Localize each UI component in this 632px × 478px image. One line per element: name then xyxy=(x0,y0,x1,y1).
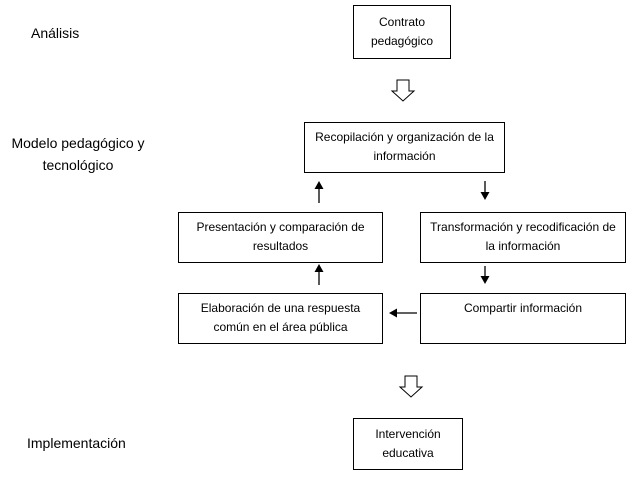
arrow-left-to-common-answer xyxy=(389,308,417,318)
box-transformacion: Transformación y recodificación de la in… xyxy=(420,212,626,263)
stage-label-model-line1: Modelo pedagógico y xyxy=(11,135,145,151)
box-contrato-pedagogico-text: Contrato pedagógico xyxy=(370,15,434,48)
box-intervencion-text: Intervención educativa xyxy=(375,427,441,460)
hollow-down-arrow-bottom xyxy=(398,375,424,398)
stage-label-model: Modelo pedagógico y tecnológico xyxy=(2,132,154,176)
box-transformacion-text: Transformación y recodificación de la in… xyxy=(430,220,616,253)
box-elaboracion: Elaboración de una respuesta común en el… xyxy=(178,293,383,344)
stage-label-analysis: Análisis xyxy=(31,25,80,41)
box-elaboracion-text: Elaboración de una respuesta común en el… xyxy=(200,301,361,334)
box-recopilacion-text: Recopilación y organización de la inform… xyxy=(315,130,494,163)
box-compartir-text: Compartir información xyxy=(463,301,583,315)
hollow-down-arrow-top xyxy=(390,79,416,102)
box-compartir: Compartir información xyxy=(420,293,626,344)
box-presentacion-text: Presentación y comparación de resultados xyxy=(196,220,365,253)
box-contrato-pedagogico: Contrato pedagógico xyxy=(353,5,451,59)
box-intervencion: Intervención educativa xyxy=(353,418,463,470)
arrow-down-to-share xyxy=(480,266,490,284)
box-recopilacion: Recopilación y organización de la inform… xyxy=(304,122,505,173)
arrow-up-to-presentation xyxy=(314,264,324,285)
arrow-down-to-transformation xyxy=(480,181,490,200)
stage-label-implementation: Implementación xyxy=(27,435,126,451)
stage-label-model-line2: tecnológico xyxy=(42,157,114,173)
arrow-up-to-collection xyxy=(314,181,324,203)
box-presentacion: Presentación y comparación de resultados xyxy=(178,212,383,263)
